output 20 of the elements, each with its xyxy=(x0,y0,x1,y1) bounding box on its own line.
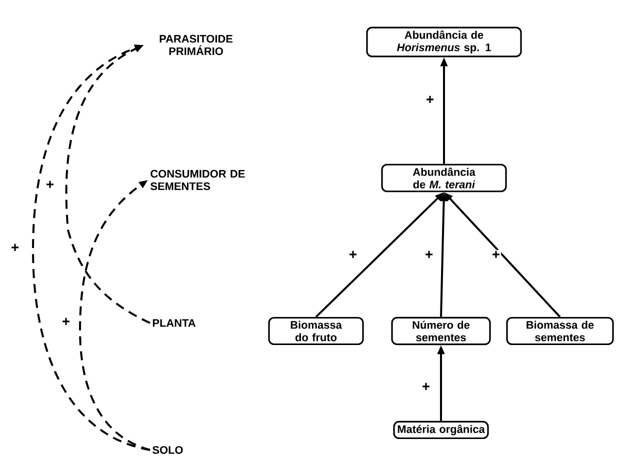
edge-label: + xyxy=(424,94,436,106)
arrow xyxy=(65,45,150,324)
rounded-box: Biomassa do fruto xyxy=(268,316,364,346)
rounded-box: Biomassa de sementes xyxy=(506,316,614,346)
arrow xyxy=(32,44,150,451)
rounded-box: Abundância de M. terani xyxy=(381,164,507,192)
node-label: CONSUMIDOR DE SEMENTES xyxy=(150,170,245,190)
node-label: PLANTA xyxy=(152,319,196,327)
edge-label: + xyxy=(490,250,502,260)
rounded-box: Matéria orgânica xyxy=(393,420,489,440)
edge-label: + xyxy=(420,382,432,392)
rounded-box: Número de sementes xyxy=(391,316,491,346)
edge-label: + xyxy=(424,250,434,260)
edge-label: + xyxy=(10,242,20,254)
edge-label: + xyxy=(348,250,358,260)
node-label: PARASITOIDE PRIMÁRIO xyxy=(160,34,233,56)
edge-label: + xyxy=(44,180,56,190)
node-label: SOLO xyxy=(152,446,183,454)
edge-label: + xyxy=(60,316,72,328)
rounded-box: Abundância de Horismenus sp. 1 xyxy=(366,26,522,58)
